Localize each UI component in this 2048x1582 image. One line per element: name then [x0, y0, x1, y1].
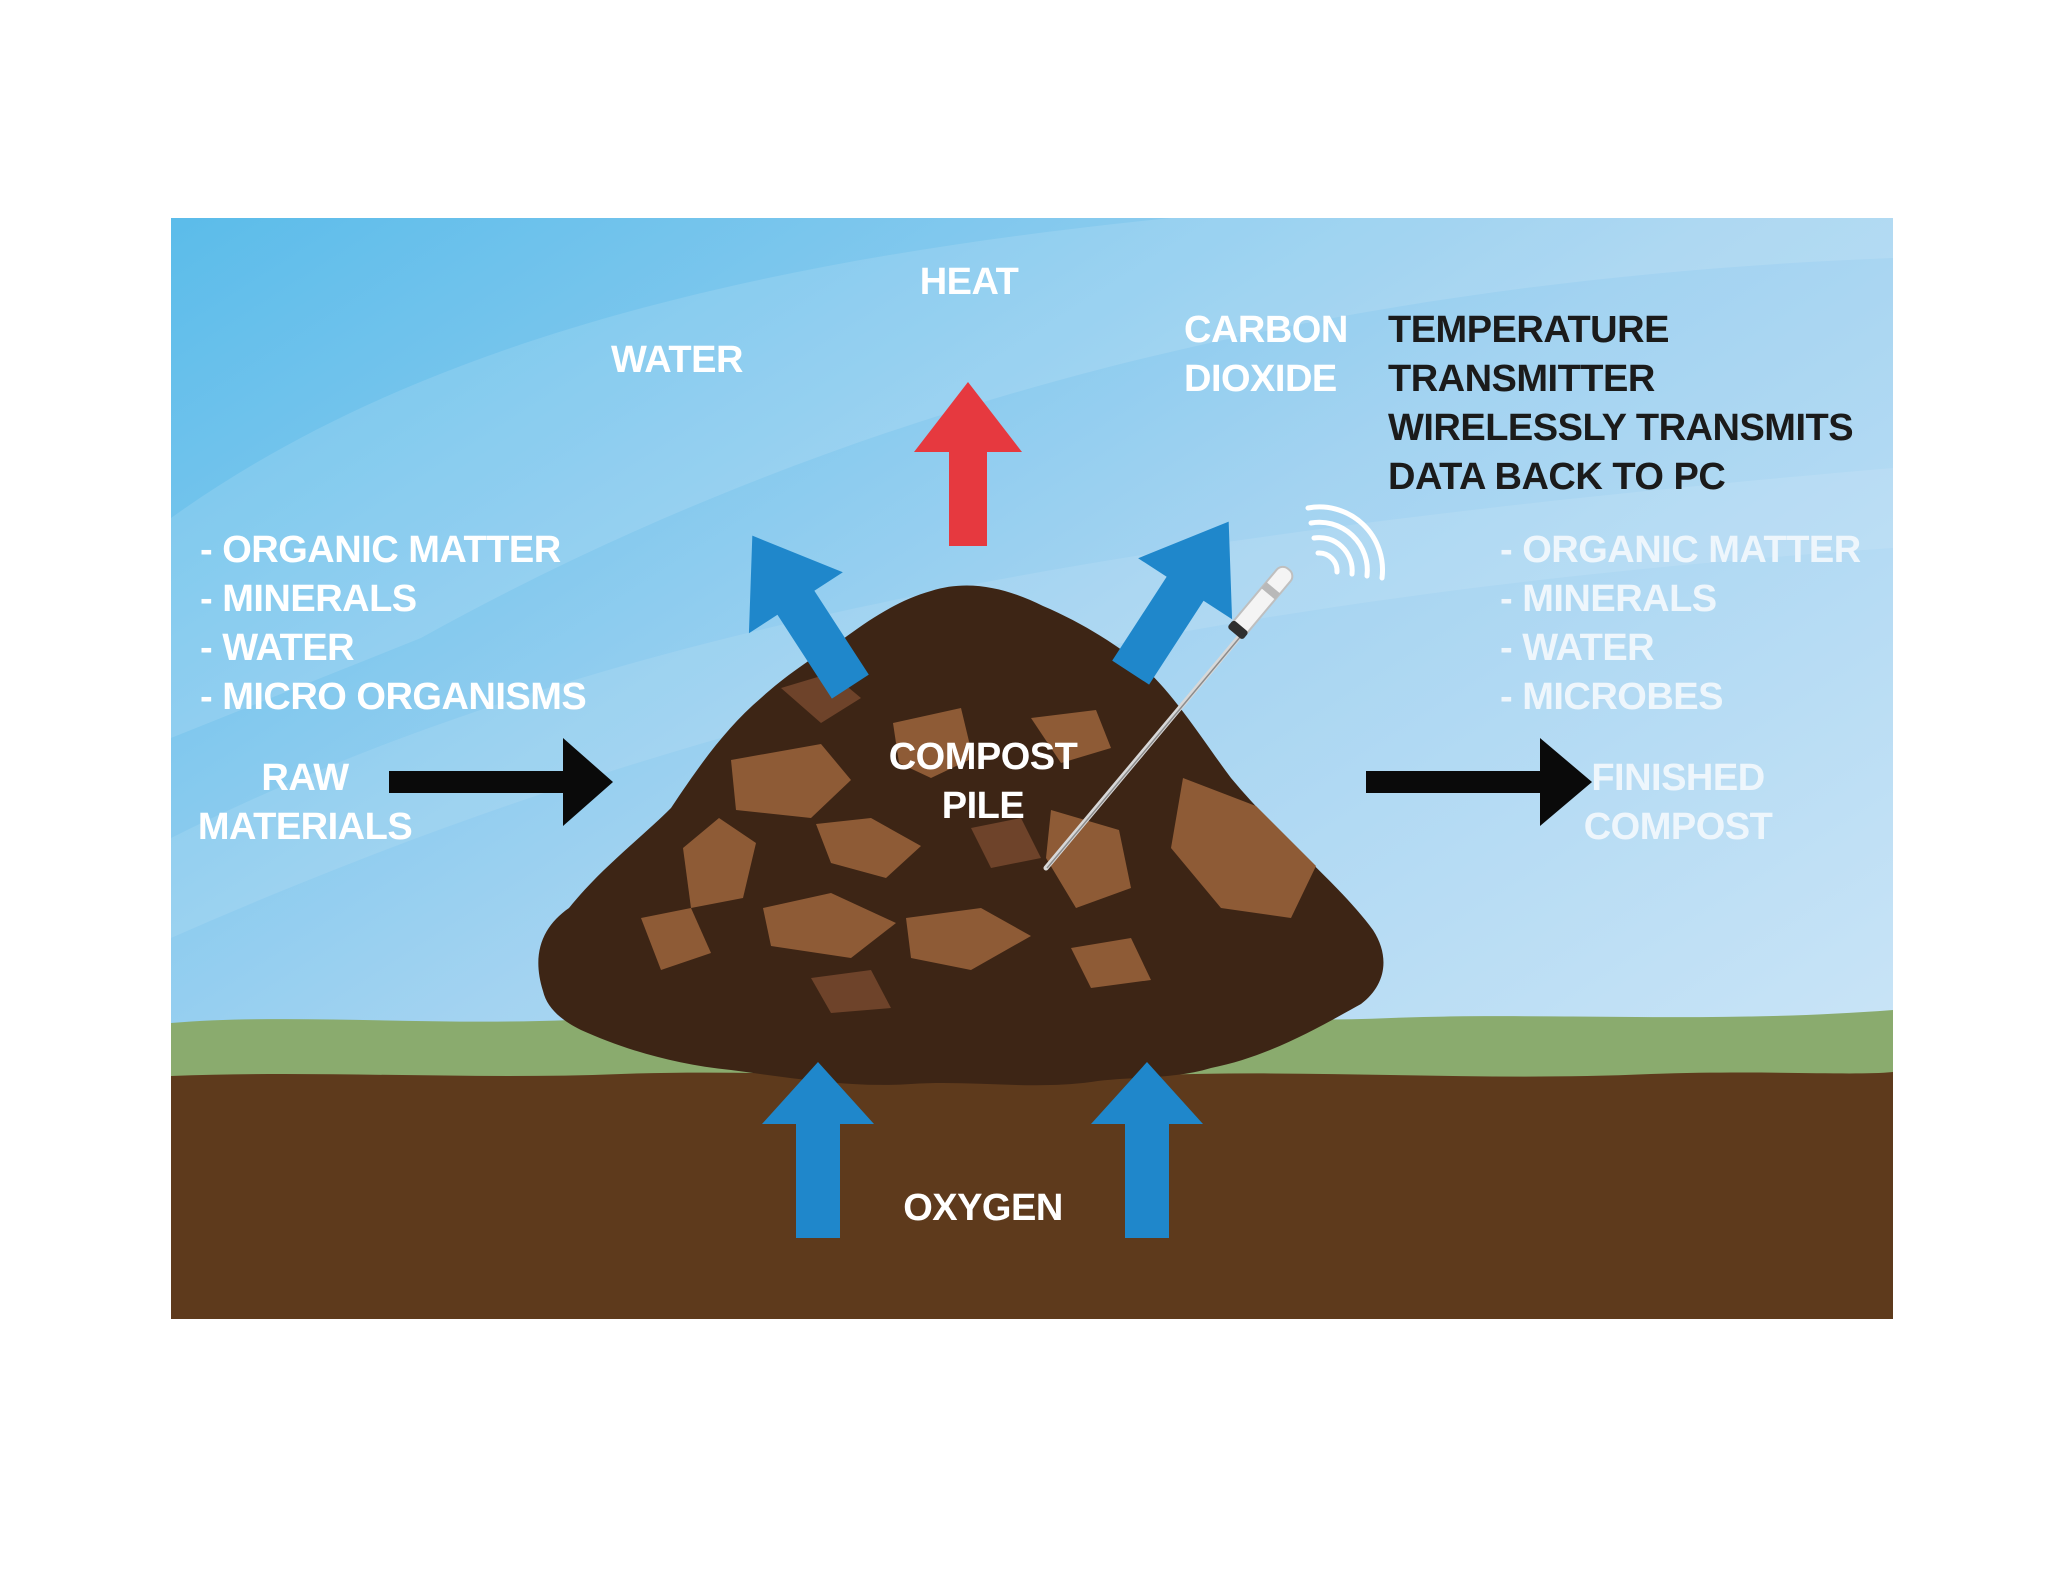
finished-compost-line: COMPOST: [1583, 806, 1773, 848]
finished-compost-arrow: [1366, 738, 1592, 826]
raw-materials-label: RAW MATERIALS: [195, 754, 415, 852]
compost-pile-line: COMPOST: [888, 736, 1078, 778]
oxygen-arrow-left: [762, 1062, 874, 1238]
inputs-list-item: - WATER: [200, 627, 355, 669]
inputs-list-item: - MICRO ORGANISMS: [200, 676, 587, 718]
outputs-list-item: - ORGANIC MATTER: [1500, 529, 1861, 571]
heat-arrow: [914, 382, 1022, 546]
compost-process-diagram: HEAT WATER CARBON DIOXIDE TEMPERATURE TR…: [171, 218, 1893, 1319]
sky-band: [171, 218, 1893, 738]
compost-chunks: [641, 708, 1316, 988]
outputs-list: - ORGANIC MATTER - MINERALS - WATER - MI…: [1500, 526, 1861, 722]
soil-ground: [171, 1072, 1893, 1319]
raw-materials-arrow: [389, 738, 613, 826]
wifi-signal-icon: [1305, 504, 1385, 581]
outputs-list-item: - MICROBES: [1500, 676, 1723, 718]
carbon-dioxide-line: DIOXIDE: [1184, 358, 1337, 400]
compost-pile: [538, 585, 1384, 1086]
finished-compost-label: FINISHED COMPOST: [1578, 754, 1778, 852]
carbon-dioxide-arrow: [1112, 521, 1233, 685]
transmitter-note-line: TRANSMITTER: [1388, 358, 1655, 400]
raw-materials-line: RAW: [261, 757, 349, 799]
carbon-dioxide-label: CARBON DIOXIDE: [1184, 306, 1348, 404]
transmitter-note: TEMPERATURE TRANSMITTER WIRELESSLY TRANS…: [1388, 306, 1854, 502]
water-arrow: [748, 535, 869, 699]
water-label: WATER: [611, 339, 743, 381]
inputs-list-item: - MINERALS: [200, 578, 417, 620]
transmitter-note-line: DATA BACK TO PC: [1388, 456, 1726, 498]
compost-pile-line: PILE: [941, 785, 1025, 827]
oxygen-arrow-right: [1091, 1062, 1203, 1238]
temperature-probe-icon: [1043, 565, 1294, 871]
sky-band: [171, 468, 1893, 938]
transmitter-note-line: TEMPERATURE: [1388, 309, 1669, 351]
inputs-list: - ORGANIC MATTER - MINERALS - WATER - MI…: [200, 526, 587, 722]
inputs-list-item: - ORGANIC MATTER: [200, 529, 561, 571]
raw-materials-line: MATERIALS: [197, 806, 413, 848]
compost-pile-label: COMPOST PILE: [873, 733, 1093, 831]
transmitter-note-line: WIRELESSLY TRANSMITS: [1388, 407, 1854, 449]
outputs-list-item: - WATER: [1500, 627, 1655, 669]
diagram-artwork: [171, 218, 1893, 1319]
heat-label: HEAT: [919, 261, 1019, 303]
carbon-dioxide-line: CARBON: [1184, 309, 1348, 351]
finished-compost-line: FINISHED: [1591, 757, 1765, 799]
outputs-list-item: - MINERALS: [1500, 578, 1717, 620]
oxygen-label: OXYGEN: [903, 1187, 1063, 1229]
